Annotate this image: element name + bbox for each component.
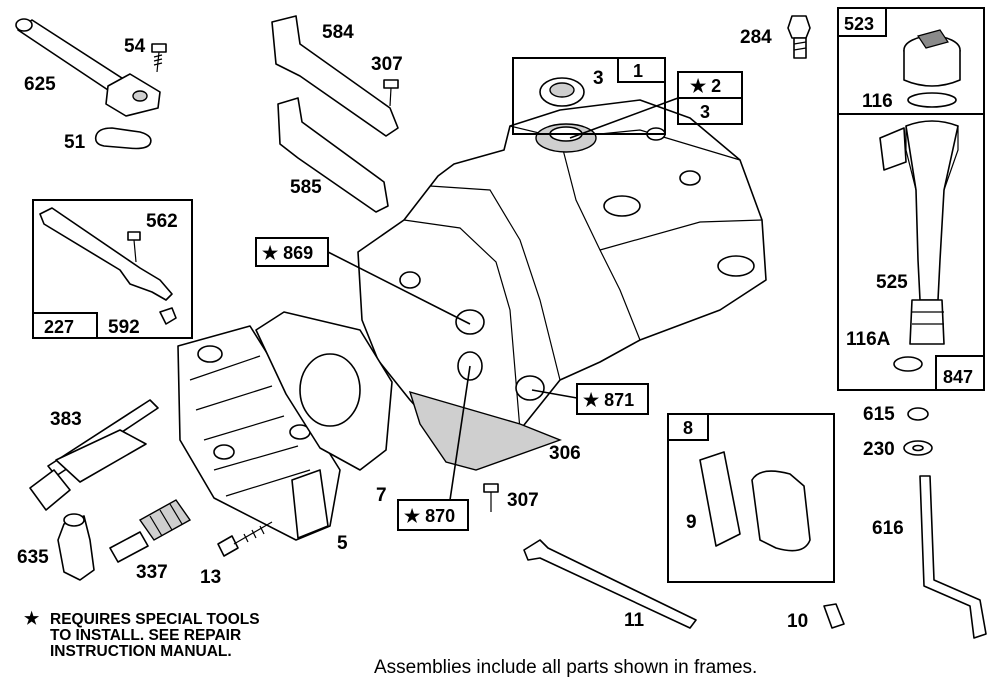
label-870: ★ 870 xyxy=(404,506,455,526)
label-230: 230 xyxy=(863,439,895,460)
label-562: 562 xyxy=(146,211,178,232)
label-625: 625 xyxy=(24,74,56,95)
part-3-seal xyxy=(539,77,585,107)
frame-227 xyxy=(32,199,193,339)
part-284-plug xyxy=(787,15,811,59)
label-116: 116 xyxy=(862,91,893,112)
label-11: 11 xyxy=(624,610,645,631)
label-615: 615 xyxy=(863,404,895,425)
part-54-screw xyxy=(151,43,167,73)
label-307a: 307 xyxy=(371,54,403,75)
part-10-plug xyxy=(823,603,845,629)
label-523: 523 xyxy=(844,14,874,34)
label-1: 1 xyxy=(633,61,643,81)
label-616: 616 xyxy=(872,518,904,539)
label-383: 383 xyxy=(50,409,82,430)
frame-523-847 xyxy=(837,7,985,391)
part-51-gasket xyxy=(94,127,152,150)
part-584-cover xyxy=(271,15,399,137)
box-870 xyxy=(397,499,469,531)
note-line-3: INSTRUCTION MANUAL. xyxy=(50,643,232,660)
part-13-bolt xyxy=(217,521,273,557)
label-3b: 3 xyxy=(700,102,710,122)
label-227: 227 xyxy=(44,317,74,337)
label-9: 9 xyxy=(686,512,697,533)
footer-caption: Assemblies include all parts shown in fr… xyxy=(374,657,758,678)
frame-1 xyxy=(512,57,743,139)
label-116A: 116A xyxy=(846,329,891,350)
part-307-screw-top xyxy=(383,79,399,107)
label-8: 8 xyxy=(683,418,693,438)
label-635: 635 xyxy=(17,547,49,568)
box-871 xyxy=(576,383,649,415)
label-2: ★ 2 xyxy=(690,76,721,96)
part-11-rod xyxy=(523,539,697,629)
label-585: 585 xyxy=(290,177,322,198)
label-306: 306 xyxy=(549,443,581,464)
label-525: 525 xyxy=(876,272,908,293)
callout-labels: 625 54 51 584 307 585 562 227 592 ★ 869 … xyxy=(17,14,973,632)
part-337-spark-plug xyxy=(109,499,192,563)
note-line-1: REQUIRES SPECIAL TOOLS xyxy=(50,611,260,628)
label-592: 592 xyxy=(108,317,140,338)
label-869: ★ 869 xyxy=(262,243,313,263)
label-871: ★ 871 xyxy=(583,390,634,410)
engine-block xyxy=(357,99,767,471)
label-5: 5 xyxy=(337,533,348,554)
part-585-gasket xyxy=(277,97,389,213)
label-54: 54 xyxy=(124,36,146,57)
label-10: 10 xyxy=(787,611,808,632)
star-icon: ★ xyxy=(24,609,40,628)
label-584: 584 xyxy=(322,22,354,43)
frame-8 xyxy=(667,413,835,583)
part-616-rod xyxy=(919,475,987,639)
part-625-breather-tube xyxy=(15,18,161,117)
part-635-boot xyxy=(57,513,95,581)
label-3a: 3 xyxy=(593,68,604,89)
label-307b: 307 xyxy=(507,490,539,511)
label-13: 13 xyxy=(200,567,221,588)
label-847: 847 xyxy=(943,367,973,387)
label-284: 284 xyxy=(740,27,772,48)
note-line-2: TO INSTALL. SEE REPAIR xyxy=(50,627,242,644)
part-383-tube xyxy=(29,399,159,511)
label-51: 51 xyxy=(64,132,86,153)
label-7: 7 xyxy=(376,485,387,506)
part-307-screw-lower xyxy=(483,483,499,512)
part-615-230-washers xyxy=(903,407,933,456)
label-337: 337 xyxy=(136,562,168,583)
